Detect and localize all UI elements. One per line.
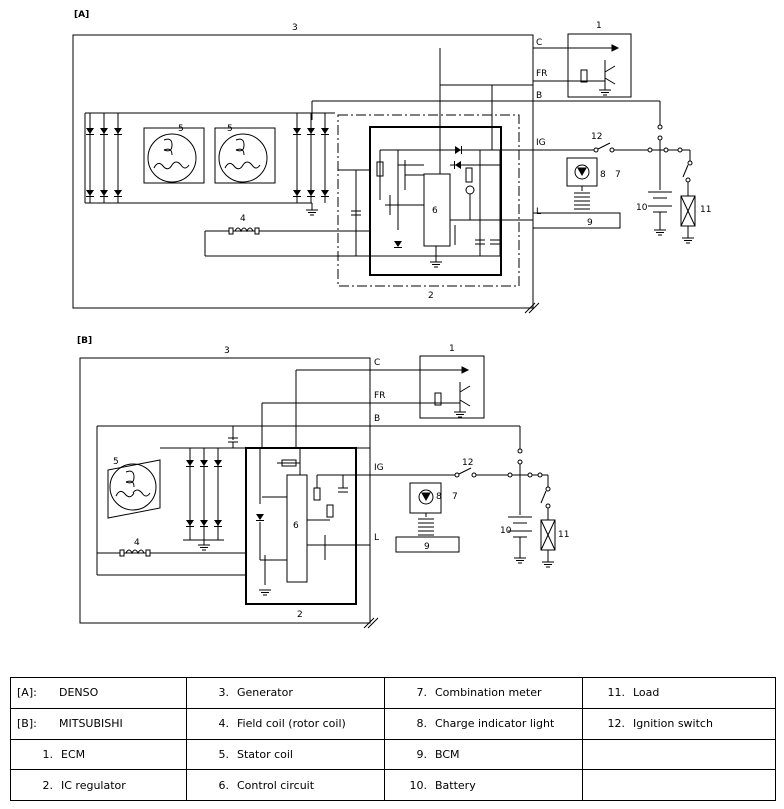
stator-bridge-b: 5 (107, 426, 370, 551)
legend-cell: 7.Combination meter (384, 677, 583, 709)
legend-cell: 4.Field coil (rotor coil) (186, 707, 385, 740)
ecm-a: 1 (533, 21, 632, 98)
svg-text:B: B (374, 414, 380, 424)
svg-text:IG: IG (374, 463, 384, 473)
diagram-a-tag: [A] (74, 10, 89, 20)
svg-text:9: 9 (587, 218, 593, 228)
legend-cell: 3.Generator (186, 677, 385, 709)
generator-housing-a (72, 34, 534, 309)
legend-cell (582, 769, 776, 801)
control-circuit-a (423, 173, 451, 247)
terminal-fr-a: FR (536, 69, 547, 79)
legend-cell (582, 738, 776, 771)
terminal-c-a: C (536, 38, 542, 48)
generator-label-b: 3 (224, 346, 230, 356)
legend-row: [A]:DENSO 3.Generator 7.Combination mete… (10, 677, 776, 709)
legend-row: 1.ECM 5.Stator coil 9.BCM (10, 738, 776, 771)
legend-cell: 10.Battery (384, 769, 583, 801)
svg-text:8: 8 (436, 492, 442, 502)
svg-text:2: 2 (428, 291, 434, 301)
svg-text:6: 6 (432, 206, 438, 216)
legend-cell: 2.IC regulator (10, 769, 187, 801)
ic-regulator-b: 2 6 (245, 447, 370, 620)
legend-cell: [A]:DENSO (10, 677, 187, 709)
svg-text:9: 9 (424, 542, 430, 552)
svg-text:C: C (374, 358, 380, 368)
svg-text:5: 5 (113, 457, 119, 467)
diagram-b-tag: [B] (77, 336, 92, 346)
svg-text:7: 7 (452, 492, 458, 502)
external-circuit-a: 12 10 11 8 7 (519, 124, 711, 244)
terminal-ig-a: IG (536, 138, 546, 148)
svg-text:5: 5 (227, 124, 233, 134)
svg-text:8: 8 (600, 170, 606, 180)
field-coil-b: 4 (97, 538, 246, 557)
svg-text:L: L (374, 533, 379, 543)
ecm-b: 1 (261, 344, 485, 448)
field-coil-a: 4 (204, 214, 338, 257)
svg-text:7: 7 (615, 170, 621, 180)
svg-text:12: 12 (462, 458, 473, 468)
legend-cell: 1.ECM (10, 738, 187, 771)
legend-cell: 6.Control circuit (186, 769, 385, 801)
legend-cell: 11.Load (582, 677, 776, 709)
svg-text:5: 5 (178, 124, 184, 134)
terminal-l-a: L (536, 207, 541, 217)
legend-cell: 12.Ignition switch (582, 707, 776, 740)
diagram-b: [B] 3 C FR B IG L 1 (77, 336, 569, 629)
diagram-a: [A] 3 C FR B IG L 1 (72, 10, 711, 314)
legend-cell: [B]:MITSUBISHI (10, 707, 187, 740)
legend-cell: 8.Charge indicator light (384, 707, 583, 740)
external-circuit-b: 12 10 11 8 7 (370, 448, 569, 568)
svg-text:10: 10 (500, 526, 512, 536)
legend-row: [B]:MITSUBISHI 4.Field coil (rotor coil)… (10, 707, 776, 740)
generator-label-a: 3 (292, 23, 298, 33)
ic-regulator-a: 2 6 (337, 114, 533, 301)
legend-table: [A]:DENSO 3.Generator 7.Combination mete… (10, 677, 776, 801)
svg-text:1: 1 (449, 344, 455, 354)
legend-row: 2.IC regulator 6.Control circuit 10.Batt… (10, 769, 776, 801)
svg-text:2: 2 (297, 610, 303, 620)
svg-text:FR: FR (374, 391, 385, 401)
svg-text:6: 6 (293, 521, 299, 531)
svg-text:11: 11 (700, 205, 711, 215)
legend-cell: 9.BCM (384, 738, 583, 771)
svg-text:12: 12 (591, 132, 602, 142)
svg-text:11: 11 (558, 530, 569, 540)
svg-text:10: 10 (636, 203, 648, 213)
generator-housing-b (79, 357, 371, 624)
terminal-b-a: B (536, 91, 542, 101)
svg-text:4: 4 (240, 214, 246, 224)
legend-cell: 5.Stator coil (186, 738, 385, 771)
svg-text:4: 4 (134, 538, 140, 548)
svg-text:1: 1 (596, 21, 602, 31)
control-circuit-b (286, 474, 308, 583)
charging-system-wiring-diagrams: [A] 3 C FR B IG L 1 (72, 10, 711, 629)
stator-bridge-a: 5 5 (84, 112, 335, 216)
